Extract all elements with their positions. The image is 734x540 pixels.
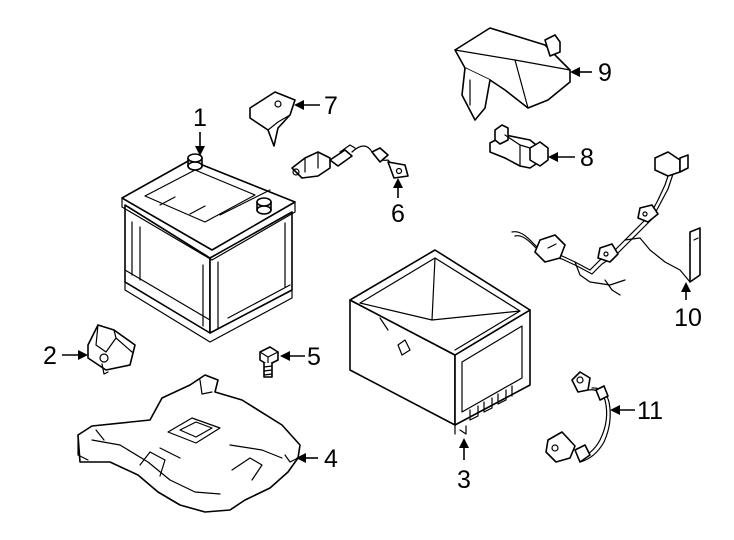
callout-8: 8 <box>580 144 594 172</box>
callout-11: 11 <box>637 397 663 425</box>
wiring-harness-part[interactable] <box>511 151 701 296</box>
callout-6: 6 <box>391 200 405 228</box>
fuse-connector-part[interactable] <box>489 124 549 169</box>
callout-leaders <box>62 67 691 463</box>
callout-7: 7 <box>324 92 338 120</box>
bolt-part[interactable] <box>259 346 279 378</box>
callout-2: 2 <box>43 342 57 370</box>
callout-10: 10 <box>674 304 702 332</box>
callout-1: 1 <box>193 104 207 132</box>
battery-box-part[interactable] <box>349 249 531 435</box>
hold-down-clamp-part[interactable] <box>87 324 136 375</box>
sensor-cable-part[interactable] <box>291 144 409 179</box>
callout-5: 5 <box>307 343 321 371</box>
terminal-bracket-part[interactable] <box>249 91 296 147</box>
battery-tray-part[interactable] <box>77 374 301 513</box>
terminal-cover-part[interactable] <box>454 27 571 121</box>
callout-numbers: 1 2 3 4 5 6 7 8 9 10 11 <box>43 59 702 494</box>
callout-9: 9 <box>598 59 612 87</box>
ground-cable-part[interactable] <box>545 371 611 463</box>
battery-part[interactable] <box>121 153 296 343</box>
callout-3: 3 <box>457 466 471 494</box>
callout-4: 4 <box>324 445 338 473</box>
